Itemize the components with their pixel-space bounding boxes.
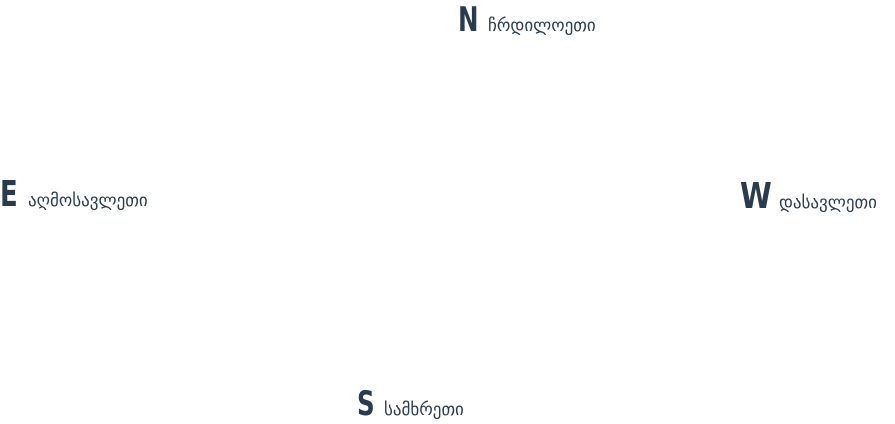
compass-east: E აღმოსავლეთი xyxy=(0,174,148,215)
south-letter: S xyxy=(357,384,375,424)
compass-south: S სამხრეთი xyxy=(357,384,464,424)
north-label: ჩრდილოეთი xyxy=(488,16,596,36)
compass-west: W დასავლეთი xyxy=(740,176,877,217)
north-letter: N xyxy=(458,0,478,40)
west-label: დასავლეთი xyxy=(779,193,877,213)
east-label: აღმოსავლეთი xyxy=(28,191,148,211)
west-letter: W xyxy=(740,176,772,217)
east-letter: E xyxy=(0,174,18,215)
south-label: სამხრეთი xyxy=(384,400,464,420)
compass-north: N ჩრდილოეთი xyxy=(458,0,596,40)
